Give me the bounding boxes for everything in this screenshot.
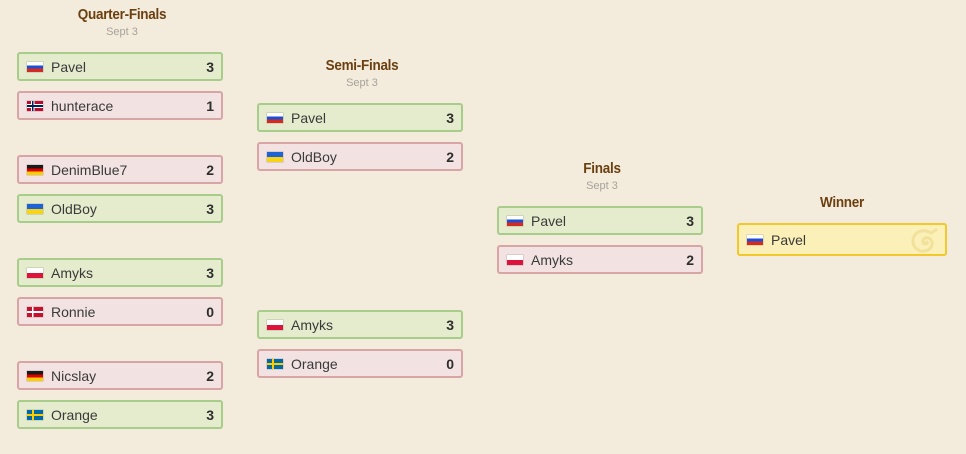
round-date: Sept 3 [106, 26, 138, 38]
semi-finals-header: Semi-Finals Sept 3 [257, 57, 467, 89]
hearthstone-swirl-icon [911, 228, 938, 253]
winner-slot[interactable]: Pavel [737, 223, 947, 256]
poland-flag-icon [267, 319, 283, 330]
bracket-slot-qf3-b[interactable]: Ronnie 0 [17, 297, 223, 326]
bracket-slot-sf2-b[interactable]: Orange 0 [257, 349, 463, 378]
player-score: 3 [206, 406, 214, 423]
denmark-flag-icon [27, 306, 43, 317]
russia-flag-icon [747, 234, 763, 245]
germany-flag-icon [27, 370, 43, 381]
player-score: 2 [206, 161, 214, 178]
player-score: 2 [206, 367, 214, 384]
player-score: 0 [446, 355, 454, 372]
round-title: Quarter-Finals [77, 6, 167, 23]
player-name: Amyks [531, 251, 573, 268]
player-score: 2 [686, 251, 694, 268]
round-date: Sept 3 [586, 180, 618, 192]
round-title: Finals [583, 160, 621, 177]
bracket-slot-final-a[interactable]: Pavel 3 [497, 206, 703, 235]
russia-flag-icon [507, 215, 523, 226]
poland-flag-icon [507, 254, 523, 265]
germany-flag-icon [27, 164, 43, 175]
player-name: DenimBlue7 [51, 161, 128, 178]
player-name: Amyks [51, 264, 93, 281]
player-score: 3 [206, 200, 214, 217]
ukraine-flag-icon [267, 151, 283, 162]
player-name: hunterace [51, 97, 114, 114]
bracket-slot-sf1-a[interactable]: Pavel 3 [257, 103, 463, 132]
finals-header: Finals Sept 3 [497, 160, 707, 192]
russia-flag-icon [267, 112, 283, 123]
bracket-slot-qf2-b[interactable]: OldBoy 3 [17, 194, 223, 223]
player-score: 3 [686, 212, 694, 229]
player-score: 0 [206, 303, 214, 320]
bracket-slot-qf4-b[interactable]: Orange 3 [17, 400, 223, 429]
ukraine-flag-icon [27, 203, 43, 214]
player-score: 3 [446, 109, 454, 126]
player-name: Orange [51, 406, 98, 423]
player-name: OldBoy [51, 200, 97, 217]
player-score: 3 [446, 316, 454, 333]
russia-flag-icon [27, 61, 43, 72]
bracket-slot-sf1-b[interactable]: OldBoy 2 [257, 142, 463, 171]
round-title: Semi-Finals [325, 57, 399, 74]
player-name: Nicslay [51, 367, 97, 384]
bracket-slot-qf1-b[interactable]: hunterace 1 [17, 91, 223, 120]
quarter-finals-header: Quarter-Finals Sept 3 [17, 6, 227, 38]
player-name: Pavel [291, 109, 327, 126]
round-date: Sept 3 [346, 77, 378, 89]
player-name: Ronnie [51, 303, 96, 320]
norway-flag-icon [27, 100, 43, 111]
winner-header: Winner [737, 194, 947, 211]
player-name: Orange [291, 355, 338, 372]
player-name: Pavel [51, 58, 87, 75]
champion-name: Pavel [771, 231, 807, 248]
player-score: 2 [446, 148, 454, 165]
round-title: Winner [819, 194, 865, 211]
bracket-slot-qf4-a[interactable]: Nicslay 2 [17, 361, 223, 390]
bracket-slot-sf2-a[interactable]: Amyks 3 [257, 310, 463, 339]
sweden-flag-icon [267, 358, 283, 369]
player-name: OldBoy [291, 148, 337, 165]
bracket-slot-qf2-a[interactable]: DenimBlue7 2 [17, 155, 223, 184]
player-name: Amyks [291, 316, 333, 333]
sweden-flag-icon [27, 409, 43, 420]
bracket-slot-qf1-a[interactable]: Pavel 3 [17, 52, 223, 81]
player-score: 3 [206, 264, 214, 281]
player-name: Pavel [531, 212, 567, 229]
bracket-slot-qf3-a[interactable]: Amyks 3 [17, 258, 223, 287]
poland-flag-icon [27, 267, 43, 278]
player-score: 1 [206, 97, 214, 114]
bracket-slot-final-b[interactable]: Amyks 2 [497, 245, 703, 274]
player-score: 3 [206, 58, 214, 75]
